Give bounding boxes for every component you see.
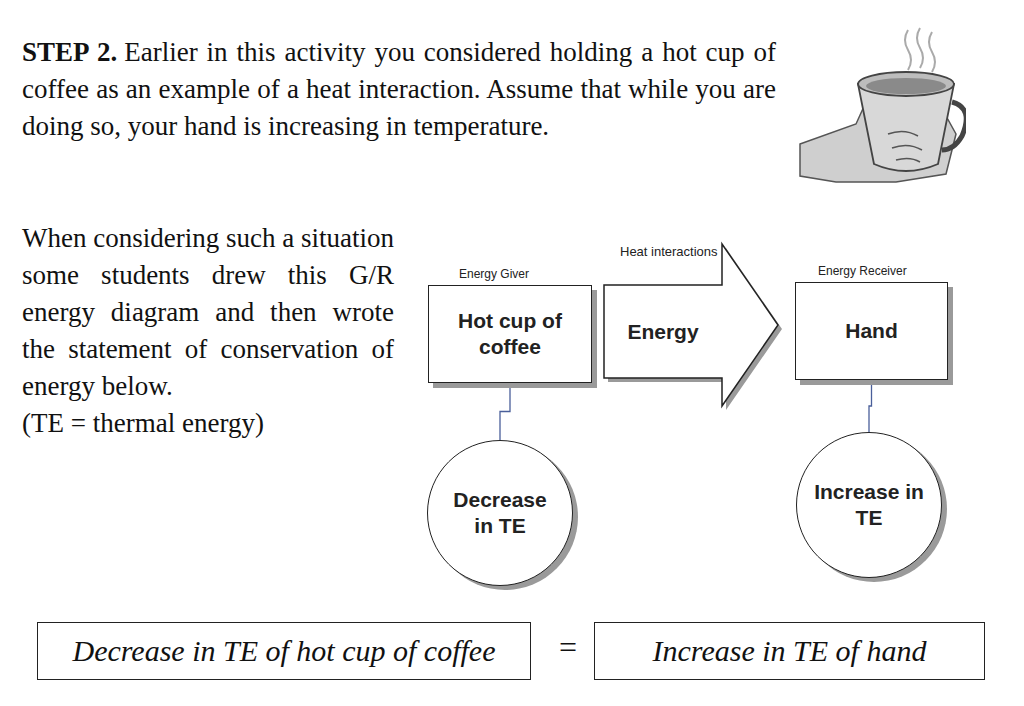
coffee bbox=[866, 78, 946, 94]
increase-circle: Increase in TE bbox=[796, 432, 942, 578]
equation-text: Decrease in TE of hot cup of coffee bbox=[65, 634, 504, 668]
equation-box: Decrease in TE of hot cup of coffee bbox=[37, 622, 531, 680]
step-paragraph: STEP 2.Earlier in this activity you cons… bbox=[22, 34, 776, 145]
step-text: Earlier in this activity you considered … bbox=[22, 37, 776, 141]
decrease-circle: Decrease in TE bbox=[427, 440, 573, 586]
receiver-box: Energy ReceiverHand bbox=[795, 282, 948, 380]
fingers bbox=[888, 131, 922, 162]
role-heading: Energy Receiver bbox=[818, 264, 907, 278]
equation-text: Increase in TE of hand bbox=[645, 634, 935, 668]
role-heading: Energy Giver bbox=[459, 267, 529, 281]
circle-text: Decrease in TE bbox=[441, 483, 559, 543]
definition-note: (TE = thermal energy) bbox=[22, 405, 394, 442]
arrow-heading: Heat interactions bbox=[620, 244, 718, 259]
box-text: Hot cup of coffee bbox=[429, 304, 591, 364]
box-text: Hand bbox=[841, 314, 902, 348]
circle-text: Increase in TE bbox=[810, 475, 928, 535]
connector-line bbox=[500, 383, 510, 440]
cup-handle bbox=[942, 102, 966, 150]
giver-box: Energy GiverHot cup of coffee bbox=[428, 285, 592, 383]
cup-body bbox=[858, 84, 954, 171]
arrow-text: Energy bbox=[604, 285, 722, 378]
arrow-outline bbox=[604, 244, 778, 406]
steam bbox=[905, 28, 935, 72]
cup-rim bbox=[858, 72, 954, 96]
equals-sign: = bbox=[553, 629, 583, 666]
equation-box: Increase in TE of hand bbox=[594, 622, 985, 680]
description-text: When considering such a situation some s… bbox=[22, 220, 394, 405]
description-paragraph: When considering such a situation some s… bbox=[22, 220, 394, 442]
connector-line bbox=[869, 380, 872, 432]
step-number: STEP 2. bbox=[22, 37, 117, 67]
coffee-cup-illustration bbox=[796, 24, 966, 188]
energy-arrow: Heat interactionsEnergy bbox=[604, 244, 780, 406]
